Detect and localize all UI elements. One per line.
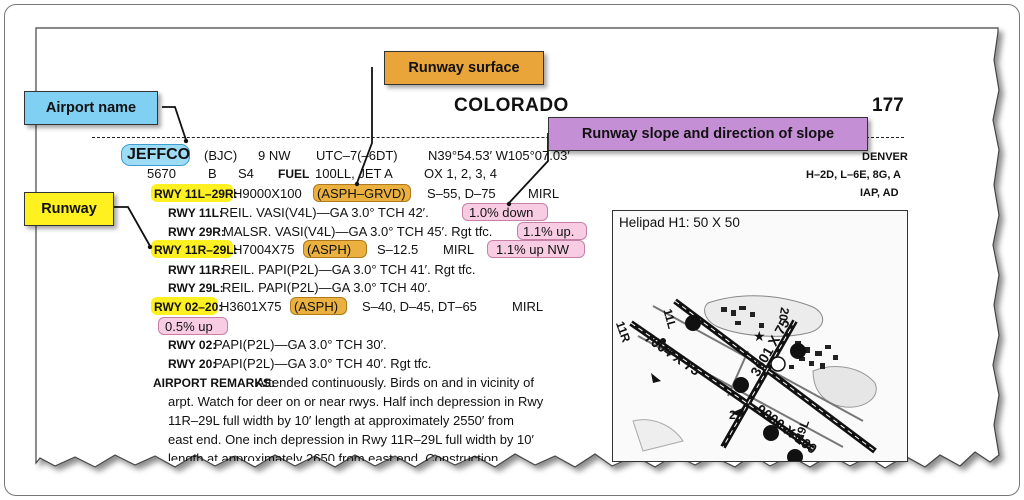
runway-11l-label: RWY 11L:: [168, 206, 223, 220]
runway-3-surface: (ASPH): [294, 299, 339, 314]
region-name: DENVER: [862, 151, 908, 163]
runway-3-id: RWY 02–20:: [154, 300, 223, 314]
page-number: 177: [872, 95, 904, 116]
runway-3-surface-highlight: [290, 297, 347, 315]
runway-3-dimensions: H3601X75: [220, 299, 282, 314]
runway-29l-text: REIL. PAPI(P2L)—GA 3.0° TCH 40′.: [222, 280, 431, 295]
runway-1-strength: S–55, D–75: [427, 186, 496, 201]
chart-references: H–2D, L–6E, 8G, A: [806, 169, 901, 181]
airport-diagram: ★ Helipad H1: 50 X 50 9000 X 100 7004 X …: [612, 210, 908, 462]
airport-diagram-drawing: ★: [629, 295, 877, 461]
iap-info: IAP, AD: [860, 187, 899, 199]
runway-2-id: RWY 11R–29L:: [154, 243, 238, 257]
callout-runway-slope: Runway slope and direction of slope: [548, 117, 868, 151]
runway-29r-label: RWY 29R:: [168, 225, 225, 239]
runway-2-dimensions: H7004X75: [233, 242, 295, 257]
airport-b: B: [208, 166, 217, 181]
header-divider: [92, 137, 904, 138]
airport-name: JEFFCO: [127, 146, 191, 163]
svg-text:★: ★: [753, 329, 766, 345]
airport-coordinates: N39°54.53′ W105°07.03′: [428, 148, 570, 163]
remarks-line-2: arpt. Watch for deer on or near rwys. Ha…: [168, 394, 544, 409]
runway-1-lights: MIRL: [528, 186, 560, 201]
runway-29r-slope-highlight: [517, 222, 587, 240]
helipad-label: Helipad H1: 50 X 50: [619, 215, 740, 230]
runway-2-slope-highlight: [487, 240, 585, 258]
runway-1-highlight: [151, 184, 233, 202]
runway-2-surface-highlight: [303, 240, 367, 258]
airport-s: S4: [238, 166, 254, 181]
runway-3-strength: S–40, D–45, DT–65: [362, 299, 477, 314]
runway-29r-slope: 1.1% up.: [523, 224, 575, 239]
runway-1-id: RWY 11L–29R:: [154, 187, 238, 201]
runway-1-dimensions: H9000X100: [233, 186, 302, 201]
runway-3-highlight: [151, 297, 218, 315]
runway-11l-text: REIL. VASI(V4L)—GA 3.0° TCH 42′.: [220, 205, 429, 220]
airport-utc: UTC–7(–6DT): [316, 148, 398, 163]
airport-elevation: 5670: [147, 166, 176, 181]
remarks-line-4: east end. One inch depression in Rwy 11R…: [168, 432, 534, 447]
remarks-label: AIRPORT REMARKS:: [153, 376, 275, 390]
fuel-label: FUEL: [278, 167, 310, 181]
callout-runway-surface: Runway surface: [384, 51, 544, 85]
runway-29l-label: RWY 29L:: [168, 281, 224, 295]
runway-11l-slope: 1.0% down: [469, 205, 534, 220]
runway-11r-text: REIL. PAPI(P2L)—GA 3.0° TCH 41′. Rgt tfc…: [222, 262, 476, 277]
runway-2-lights: MIRL: [443, 242, 475, 257]
remarks-line-3: 11R–29L full width by 10′ length at appr…: [168, 413, 514, 428]
runway-02-text: PAPI(P2L)—GA 3.0° TCH 30′.: [214, 337, 387, 352]
runway-2-highlight: [151, 240, 233, 258]
state-heading: COLORADO: [454, 95, 569, 116]
runway-1-surface-highlight: [313, 184, 411, 202]
runway-3-slope-highlight: [158, 317, 228, 335]
oxygen-info: OX 1, 2, 3, 4: [424, 166, 497, 181]
remarks-line-5: length at approximately 2650 from east e…: [168, 451, 499, 466]
airport-code: (BJC): [204, 148, 238, 163]
runway-1-surface: (ASPH–GRVD): [317, 186, 406, 201]
runway-end-2: 2: [729, 408, 736, 422]
callout-airport-name: Airport name: [24, 91, 158, 125]
remarks-line-1: Attended continuously. Birds on and in v…: [256, 375, 534, 390]
runway-3-lights: MIRL: [512, 299, 544, 314]
airport-distance: 9 NW: [258, 148, 291, 163]
runway-2-surface: (ASPH): [307, 242, 352, 257]
runway-3-slope: 0.5% up: [165, 319, 213, 334]
fuel-types: 100LL, JET A: [315, 166, 393, 181]
runway-2-slope: 1.1% up NW: [496, 242, 569, 257]
runway-11r-label: RWY 11R:: [168, 263, 225, 277]
runway-20-label: RWY 20:: [168, 357, 217, 371]
runway-29r-text: MALSR. VASI(V4L)—GA 3.0° TCH 45′. Rgt tf…: [223, 224, 493, 239]
runway-02-label: RWY 02:: [168, 338, 217, 352]
runway-11l-slope-highlight: [462, 203, 548, 221]
callout-runway: Runway: [24, 192, 114, 226]
runway-20-text: PAPI(P2L)—GA 3.0° TCH 40′. Rgt tfc.: [214, 356, 432, 371]
airport-name-highlight: [121, 144, 190, 166]
runway-2-strength: S–12.5: [377, 242, 419, 257]
